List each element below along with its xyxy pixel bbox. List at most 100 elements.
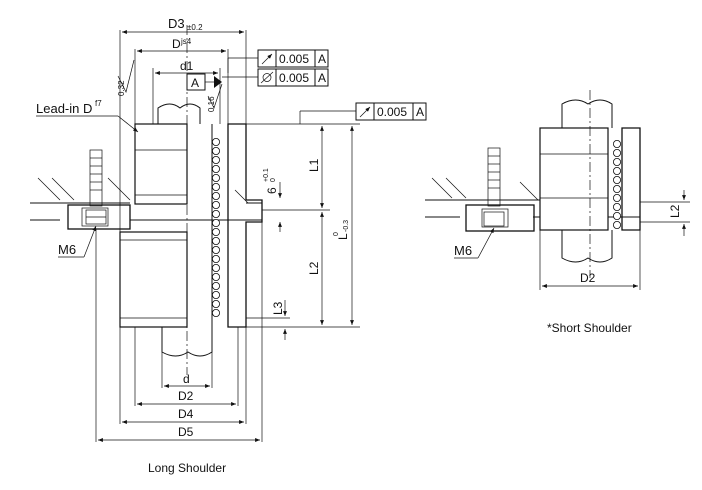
short-shaft-bottom (561, 230, 613, 263)
lead-in-tolerance: f7 (95, 99, 102, 108)
dimension-d4: D4 (119, 327, 247, 424)
gdt-2-datum: A (318, 71, 326, 85)
ball-bearing (613, 157, 622, 166)
short-d2-label: D2 (580, 271, 596, 285)
short-m6-callout: M6 (454, 227, 495, 259)
short-m6-label: M6 (454, 243, 472, 258)
ball-bearing (211, 218, 220, 227)
ball-bearing (613, 193, 622, 202)
dimension-six: 6 +0.1 0 (263, 168, 282, 232)
gdt-3-datum: A (416, 105, 424, 119)
dimension-d1: d1 (152, 59, 221, 124)
ball-bearing (613, 139, 622, 148)
ball-bearing (211, 227, 220, 236)
gdt-frame-1: 0.005 A (227, 49, 329, 73)
short-outer-sleeve (621, 127, 641, 231)
ball-bearing (613, 175, 622, 184)
dimension-d3: D3 ±0.2 (119, 16, 247, 232)
mounting-plate (30, 177, 262, 221)
ball-bearing (613, 202, 622, 211)
lead-in-label: Lead-in D (36, 101, 92, 116)
long-shoulder-view: D3 ±0.2 D js4 d1 A 0.32 (30, 16, 427, 475)
ball-bearing (211, 245, 220, 254)
lead-in-callout: Lead-in D f7 (36, 99, 139, 133)
roughness-2: 0.16 (207, 83, 223, 112)
six-tol-lower: 0 (270, 178, 277, 182)
short-shoulder-caption: *Short Shoulder (547, 321, 632, 335)
gdt-1-value: 0.005 (279, 52, 309, 66)
d3-label: D3 (168, 16, 185, 31)
d-tolerance: js4 (180, 37, 192, 46)
ball-bearing (211, 191, 220, 200)
d3-tolerance: ±0.2 (187, 23, 203, 32)
short-dimension-l2: L2 (640, 190, 690, 236)
ball-bearing (613, 211, 622, 220)
outer-sleeve-section (227, 123, 263, 328)
l-label: L (336, 233, 350, 240)
gdt-3-value: 0.005 (377, 105, 407, 119)
six-label: 6 (265, 187, 279, 194)
m6-screw (85, 149, 107, 225)
short-shoulder-view: L2 M6 D2 *Short Shoulder (425, 90, 690, 335)
shaft-bottom (161, 327, 213, 357)
m6-callout: M6 (58, 225, 97, 258)
gdt-frame-3: 0.005 A (299, 102, 427, 124)
gdt-2-value: 0.005 (279, 71, 309, 85)
ball-bearing (211, 290, 220, 299)
ball-bearing (211, 254, 220, 263)
short-bushing-body (539, 127, 609, 231)
ball-bearing (211, 236, 220, 245)
ball-bearing (211, 209, 220, 218)
shaft-top (157, 103, 201, 124)
short-shaft-top (561, 99, 613, 128)
roughness-1-value: 0.32 (117, 80, 126, 96)
ball-bearing (211, 281, 220, 290)
roughness-2-value: 0.16 (207, 96, 216, 112)
l3-label: L3 (271, 301, 285, 315)
ball-bearing (211, 299, 220, 308)
bushing-lower (119, 231, 188, 328)
ball-bearing (211, 146, 220, 155)
short-ball-cage (613, 139, 622, 229)
l-tol-lower: -0.3 (343, 220, 350, 232)
short-dimension-d2: D2 (539, 230, 641, 290)
l2-label: L2 (307, 261, 321, 275)
roughness-1: 0.32 (117, 59, 135, 96)
gdt-1-datum: A (318, 52, 326, 66)
l-tol-upper: 0 (333, 232, 340, 236)
ball-bearing (613, 148, 622, 157)
dimension-small-d: d (161, 352, 213, 388)
ball-bearing (211, 155, 220, 164)
small-d-label: d (183, 372, 190, 386)
datum-a-label: A (191, 76, 199, 90)
ball-bearing (613, 184, 622, 193)
ball-cage (211, 137, 220, 317)
ball-bearing (613, 166, 622, 175)
ball-bearing (211, 272, 220, 281)
l1-label: L1 (307, 158, 321, 172)
d-label: D (172, 37, 181, 51)
ball-bearing (211, 164, 220, 173)
d4-label: D4 (178, 407, 194, 421)
bushing-upper (134, 123, 188, 205)
d2-label: D2 (178, 389, 194, 403)
ball-bearing (211, 137, 220, 146)
d5-label: D5 (178, 425, 194, 439)
ball-bearing (211, 308, 220, 317)
dimension-l-chain: L1 L2 L 0 -0.3 (246, 123, 360, 328)
ball-bearing (613, 220, 622, 229)
short-m6-screw (483, 147, 505, 227)
dimension-d5: D5 (95, 222, 263, 442)
gdt-frame-2: 0.005 A (222, 68, 329, 87)
ball-bearing (211, 173, 220, 182)
ball-bearing (211, 200, 220, 209)
long-shoulder-caption: Long Shoulder (148, 461, 226, 475)
m6-label: M6 (58, 242, 76, 257)
dimension-d2: D2 (134, 327, 239, 406)
six-tol-upper: +0.1 (263, 168, 270, 182)
short-l2-label: L2 (668, 204, 682, 218)
ball-bearing (211, 263, 220, 272)
ball-bearing (211, 182, 220, 191)
dimension-l3: L3 (246, 300, 290, 340)
